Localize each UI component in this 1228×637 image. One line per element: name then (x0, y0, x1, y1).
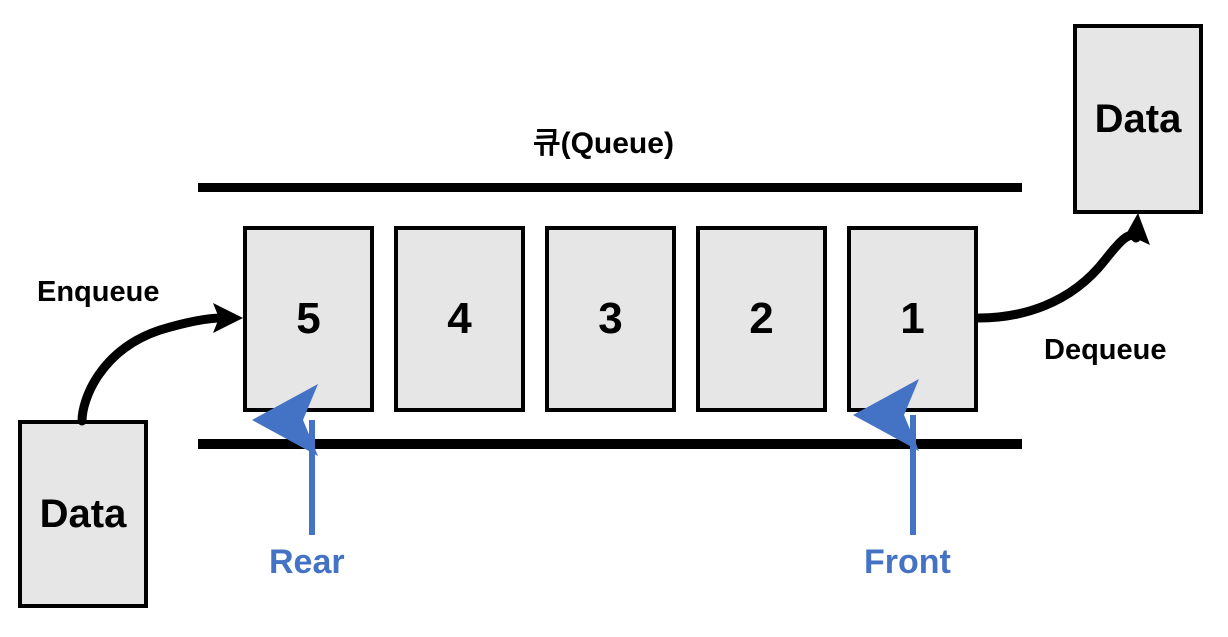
queue-cell[interactable]: 4 (394, 226, 525, 412)
dequeue-arrow-icon (974, 213, 1150, 323)
incoming-data-label: Data (39, 492, 127, 536)
outgoing-data-label: Data (1094, 97, 1182, 141)
incoming-data-box[interactable]: Data (18, 420, 148, 608)
queue-cell[interactable]: 3 (545, 226, 676, 412)
outgoing-data-box[interactable]: Data (1073, 24, 1203, 214)
queue-cell[interactable]: 2 (696, 226, 827, 412)
queue-cell-value: 3 (598, 294, 623, 343)
queue-rail-top (198, 183, 1022, 192)
queue-cell-value: 5 (296, 294, 321, 343)
queue-rail-bottom (198, 439, 1022, 449)
dequeue-label: Dequeue (1044, 334, 1167, 366)
queue-cell-value: 4 (447, 294, 472, 343)
enqueue-label: Enqueue (37, 276, 160, 308)
queue-cell-value: 1 (900, 294, 925, 343)
queue-cell[interactable]: 5 (243, 226, 374, 412)
queue-cell-value: 2 (749, 294, 774, 343)
diagram-title: 큐(Queue) (533, 127, 674, 160)
enqueue-arrow-icon (77, 303, 243, 426)
front-pointer-label: Front (864, 543, 951, 581)
rear-pointer-label: Rear (269, 543, 345, 581)
queue-cell-list: 5 4 3 2 1 (243, 226, 978, 412)
